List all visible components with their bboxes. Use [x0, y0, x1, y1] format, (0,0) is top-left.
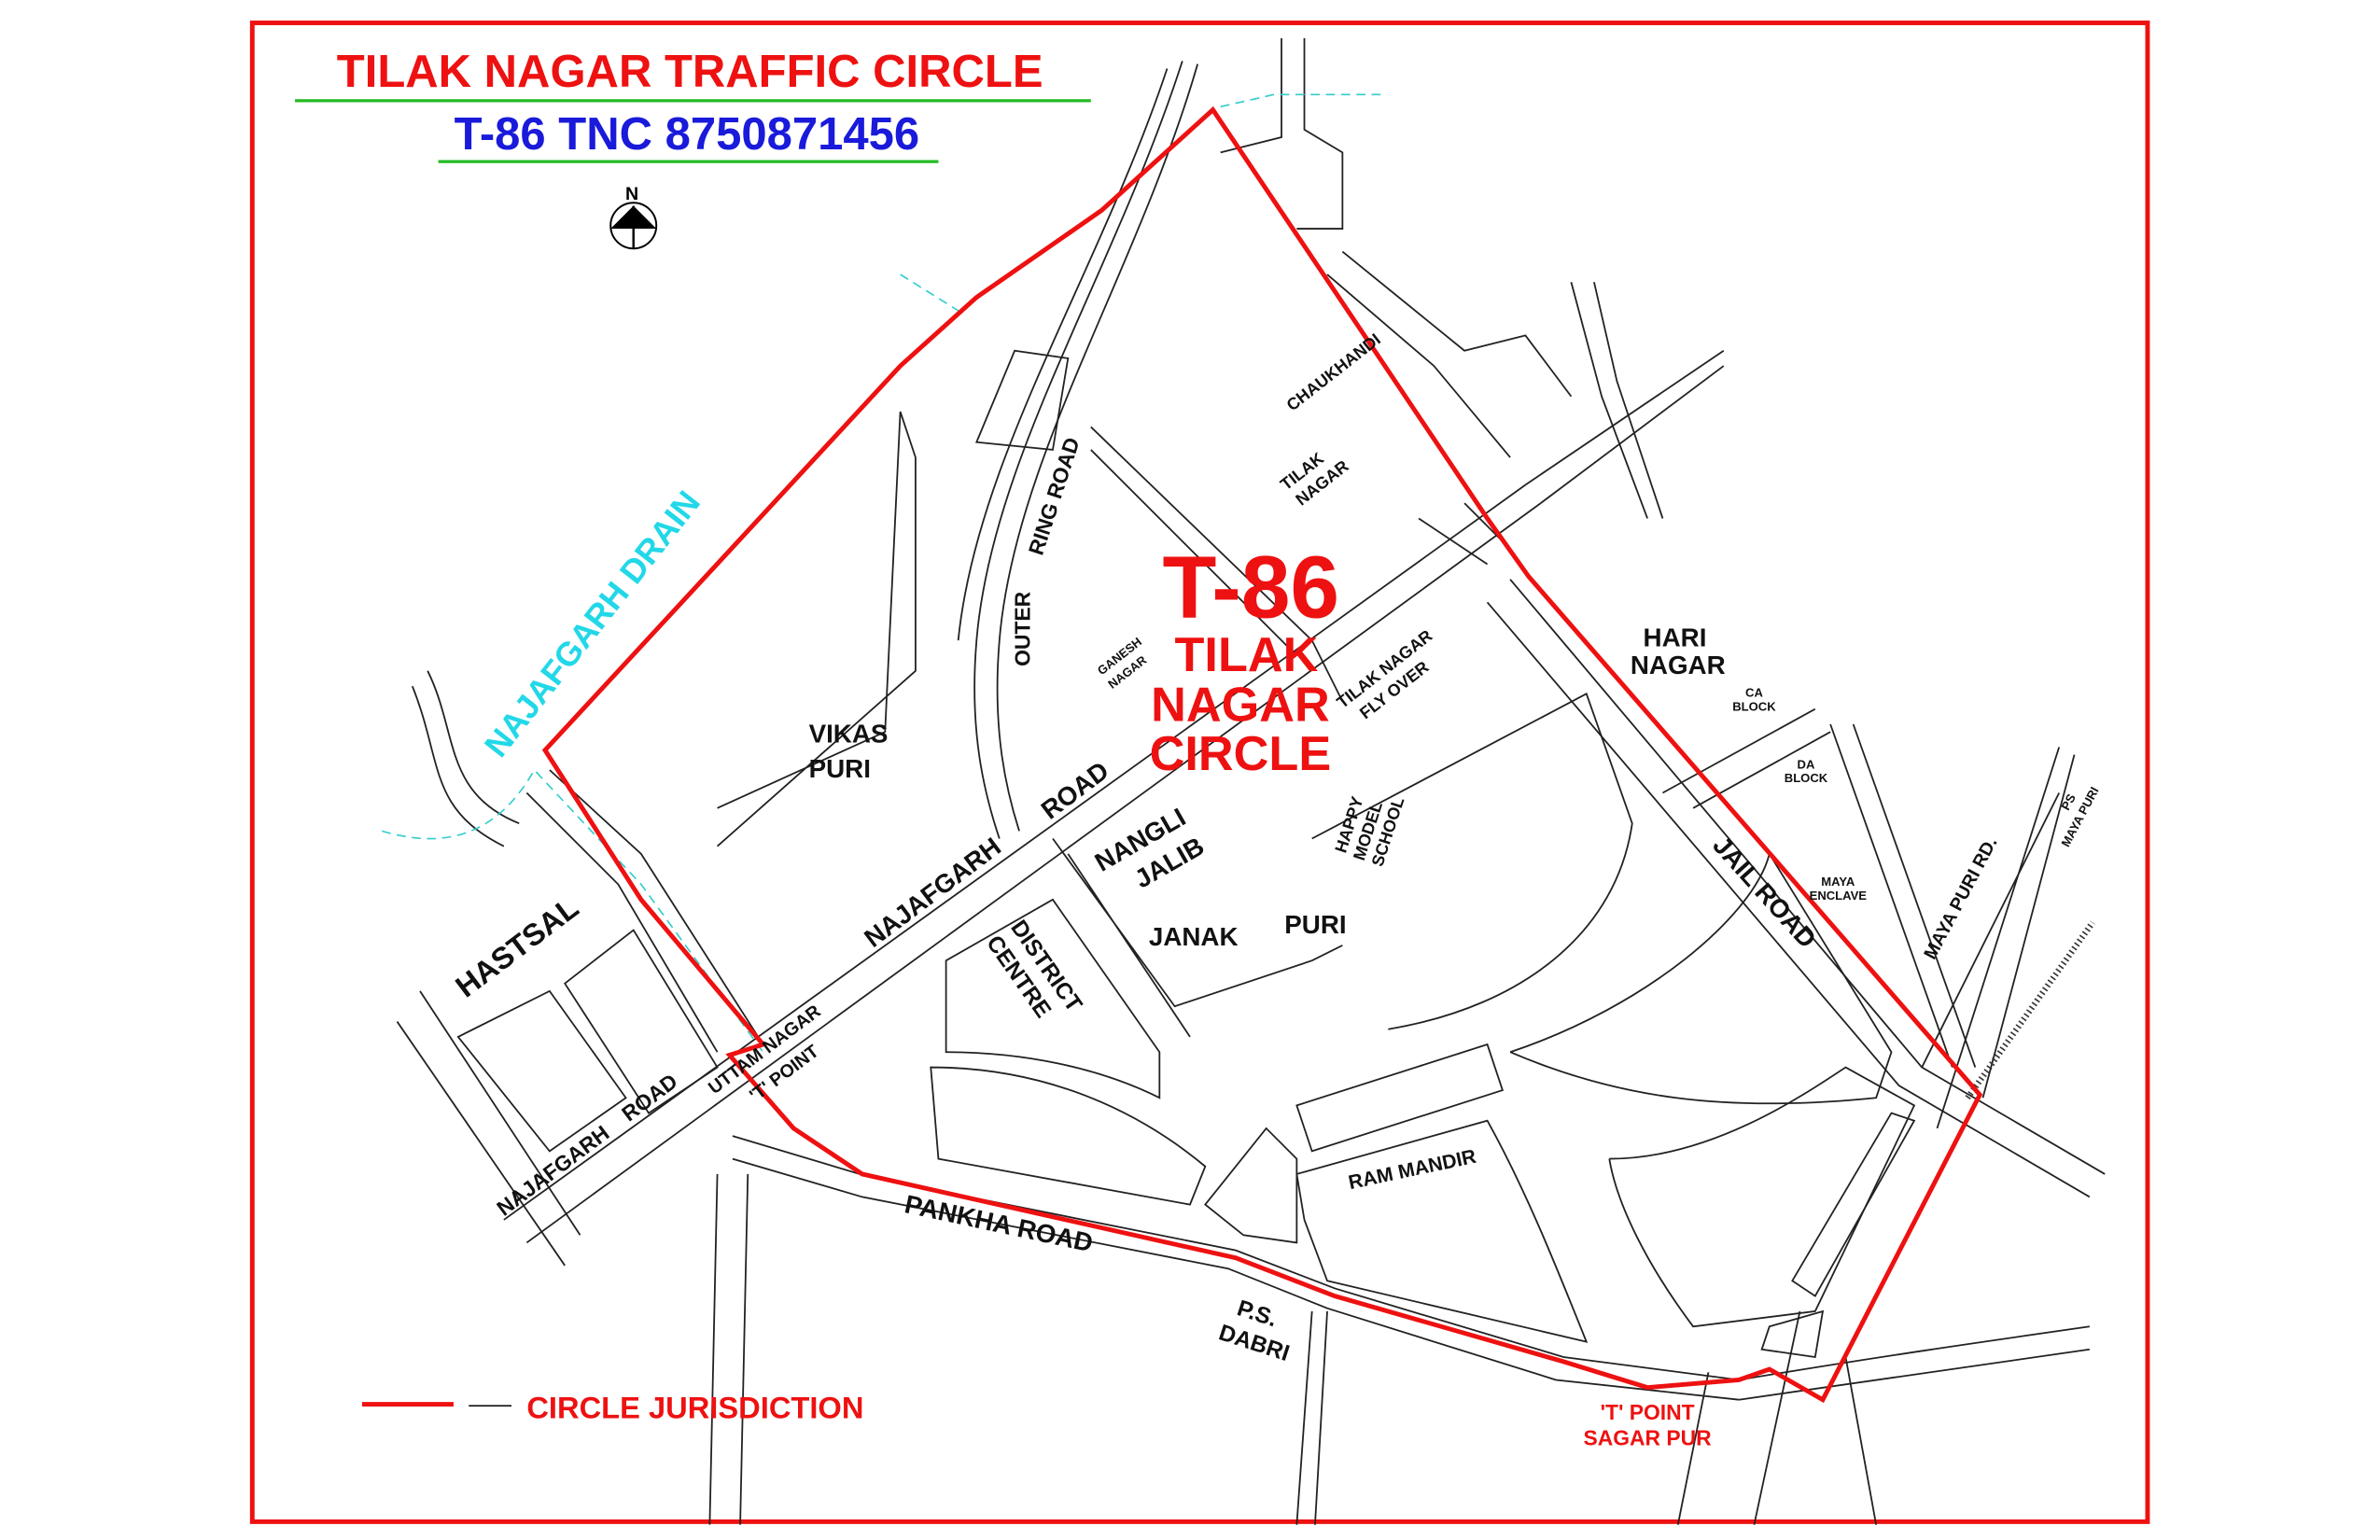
- label-ps-dabri: DABRI: [1216, 1320, 1293, 1366]
- label-ram-mandir: RAM MANDIR: [1347, 1146, 1478, 1194]
- label-ca-block: CA: [1745, 686, 1763, 700]
- label-vikas-puri: PURI: [809, 754, 871, 783]
- label-da-block: BLOCK: [1785, 771, 1828, 785]
- label-najafgarh-drain: NAJAFGARH DRAIN: [477, 483, 707, 764]
- label-maya-puri-rd: MAYA PURI RD.: [1920, 833, 2001, 962]
- label-da-block: DA: [1798, 757, 1815, 771]
- road-network: [381, 37, 2106, 1525]
- label-ca-block: BLOCK: [1732, 699, 1776, 713]
- label-maya-enclave: MAYA: [1821, 875, 1855, 889]
- map-title: TILAK NAGAR TRAFFIC CIRCLE: [337, 47, 1043, 97]
- legend-label: CIRCLE JURISDICTION: [526, 1390, 863, 1424]
- circle-code: T-86: [1163, 539, 1340, 637]
- label-ring-road: RING ROAD: [1024, 434, 1085, 557]
- label-ps-maya-puri: PS: [2058, 791, 2079, 813]
- label-janak: JANAK: [1149, 922, 1239, 951]
- label-vikas-puri: VIKAS: [809, 720, 889, 749]
- legend: CIRCLE JURISDICTION: [361, 1390, 863, 1424]
- label-chaukhandi: CHAUKHANDI: [1283, 330, 1384, 415]
- label-puri: PURI: [1284, 910, 1346, 939]
- circle-name-line3: CIRCLE: [1150, 727, 1332, 781]
- label-hastsal: HASTSAL: [449, 889, 584, 1003]
- circle-jurisdiction-boundary: [541, 105, 1983, 1404]
- label-hari-nagar: HARI: [1644, 623, 1707, 652]
- label-najafgarh-road: NAJAFGARH: [859, 832, 1006, 953]
- circle-name-line2: NAGAR: [1151, 679, 1330, 733]
- label-outer: OUTER: [1010, 591, 1034, 665]
- label-sagarpur: SAGAR PUR: [1584, 1426, 1713, 1450]
- north-arrow-icon: N: [609, 184, 658, 250]
- circle-name-line1: TILAK: [1175, 628, 1319, 682]
- label-najafgarh-road: NAJAFGARH: [492, 1121, 613, 1221]
- map-subtitle: T-86 TNC 8750871456: [455, 109, 919, 160]
- label-maya-enclave: ENCLAVE: [1810, 889, 1868, 903]
- svg-text:N: N: [625, 184, 638, 204]
- map-frame: [249, 21, 2150, 1524]
- label-hari-nagar: NAGAR: [1631, 651, 1726, 679]
- label-sagarpur: 'T' POINT: [1601, 1400, 1695, 1424]
- label-pankha-road: PANKHA ROAD: [903, 1189, 1096, 1257]
